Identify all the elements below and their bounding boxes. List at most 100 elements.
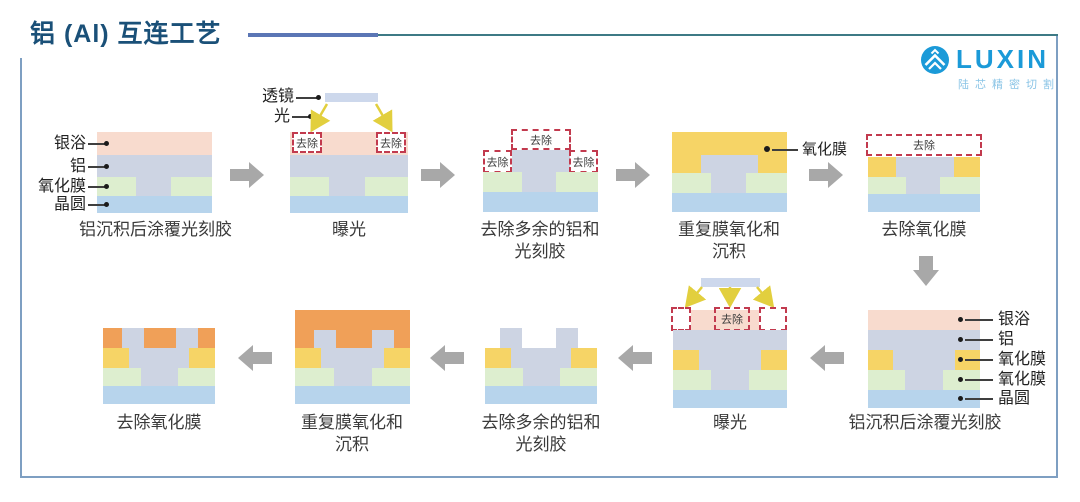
s4-layer-al-mesa xyxy=(701,155,758,173)
s1-layer-oxide-left xyxy=(97,177,136,196)
s10-layer-al-post-right xyxy=(176,328,198,348)
s8-layer-oxide-green-left xyxy=(485,368,523,386)
s3-layer-oxide-right xyxy=(556,172,598,192)
s1-layer-al-via xyxy=(136,177,171,196)
s6-label-oxide-2: 氧化膜 xyxy=(998,371,1047,388)
s9-layer-oxide-yellow-right xyxy=(384,348,410,368)
s5-layer-al-via xyxy=(906,177,940,194)
s4-layer-al-via xyxy=(711,173,746,193)
s10-caption: 去除氧化膜 xyxy=(116,413,202,432)
s9-caption: 重复膜氧化和 沉积 xyxy=(301,413,403,454)
s8-layer-al-mesa xyxy=(511,348,571,368)
s7-layer-oxide-green-right xyxy=(749,370,787,390)
s6-callout-line-2 xyxy=(965,339,993,341)
s3-remove-box-top: 去除 xyxy=(511,129,571,150)
frame-top xyxy=(378,34,1058,36)
s9-layer-al-post-right xyxy=(372,330,394,348)
s1-callout-dot-1 xyxy=(104,141,109,146)
s2-lens-line xyxy=(296,97,318,99)
s1-callout-line-1 xyxy=(88,143,106,145)
s1-caption: 铝沉积后涂覆光刻胶 xyxy=(79,220,232,239)
s9-layer-oxide-left xyxy=(295,330,314,348)
s9-layer-al-mesa xyxy=(321,348,384,368)
s5-caption: 去除氧化膜 xyxy=(881,220,967,239)
s2-light-line xyxy=(292,116,310,118)
s1-label-oxide: 氧化膜 xyxy=(37,178,86,195)
s10-layer-al-mesa xyxy=(129,348,189,368)
luxin-logo-icon xyxy=(921,46,949,74)
arrow-right-2 xyxy=(421,162,455,188)
s1-layer-oxide-right xyxy=(171,177,212,196)
logo: LUXIN 陆芯精密切割 xyxy=(920,44,1060,91)
s9-layer-al-via xyxy=(334,368,372,386)
s10-layer-oxide-yellow-right xyxy=(189,348,215,368)
arrow-left-1 xyxy=(238,345,272,371)
s4-callout-line xyxy=(772,149,798,151)
s7-layer-resist xyxy=(673,310,787,330)
s3-caption: 去除多余的铝和 光刻胶 xyxy=(480,220,600,261)
s2-lens-dot xyxy=(316,95,321,100)
logo-text: LUXIN xyxy=(956,44,1049,74)
s6-callout-line-3 xyxy=(965,359,993,361)
s3-layer-oxide-left xyxy=(483,172,522,192)
s7-layer-oxide-yellow-left xyxy=(673,350,699,370)
s9-layer-oxide-center xyxy=(336,330,372,348)
arrow-right-3 xyxy=(616,162,650,188)
s6-label-aluminum: 铝 xyxy=(998,331,1015,348)
s9-layer-wafer xyxy=(295,386,410,404)
s7-caption: 曝光 xyxy=(713,413,747,432)
s6-layer-wafer xyxy=(868,390,980,408)
s10-layer-oxide-center xyxy=(144,328,176,348)
s4-layer-oxide-cap xyxy=(672,132,787,155)
s1-callout-dot-4 xyxy=(104,202,109,207)
s1-callout-line-2 xyxy=(88,166,106,168)
s8-layer-oxide-yellow-right xyxy=(571,348,597,368)
s2-layer-oxide-right xyxy=(365,177,408,196)
s6-label-resist: 银浴 xyxy=(998,311,1031,328)
s4-layer-wafer xyxy=(672,193,787,212)
s6-callout-dot-2 xyxy=(958,337,963,342)
s7-remove-box-right xyxy=(759,307,787,331)
s1-layer-wafer xyxy=(97,196,212,213)
s2-layer-al-via xyxy=(329,177,365,196)
s2-label-lens: 透镜 xyxy=(261,88,294,105)
s8-layer-oxide-green-right xyxy=(560,368,597,386)
arrow-left-3 xyxy=(618,345,652,371)
s5-layer-oxide-green-right xyxy=(940,177,980,194)
s6-callout-dot-5 xyxy=(958,396,963,401)
s8-layer-oxide-yellow-left xyxy=(485,348,511,368)
logo-subtitle: 陆芯精密切割 xyxy=(958,79,1060,91)
s2-label-light: 光 xyxy=(273,108,290,125)
s8-layer-al-post-left xyxy=(500,328,522,348)
s6-layer-oxide-yellow-left xyxy=(868,350,893,370)
arrow-down xyxy=(913,256,939,286)
s2-remove-box-right: 去除 xyxy=(376,132,406,153)
s6-layer-aluminum xyxy=(868,330,980,350)
s10-layer-oxide-left xyxy=(103,328,122,348)
s4-callout-dot xyxy=(764,146,770,152)
s1-label-wafer: 晶圆 xyxy=(53,196,86,213)
s5-layer-oxide-left xyxy=(868,157,896,177)
s5-remove-box-top: 去除 xyxy=(866,134,982,156)
s10-layer-oxide-yellow-left xyxy=(103,348,129,368)
s2-lens-bar xyxy=(325,93,378,102)
s9-layer-oxide-yellow-left xyxy=(295,348,321,368)
s4-layer-oxide-green-left xyxy=(672,173,711,193)
s9-layer-al-post-left xyxy=(314,330,336,348)
frame-left xyxy=(20,58,22,478)
s10-layer-oxide-green-right xyxy=(178,368,215,386)
s9-layer-oxide-cap xyxy=(295,310,410,330)
s7-remove-box-left xyxy=(671,307,691,331)
s8-caption: 去除多余的铝和 光刻胶 xyxy=(481,413,601,454)
frame-bottom xyxy=(20,476,1058,478)
s4-layer-oxide-green-right xyxy=(746,173,787,193)
s4-callout-label: 氧化膜 xyxy=(802,141,848,158)
s7-layer-al-mesa xyxy=(699,350,761,370)
s7-layer-aluminum xyxy=(673,330,787,350)
s4-layer-oxide-left xyxy=(672,155,701,173)
s2-layer-wafer xyxy=(290,196,408,213)
s7-layer-oxide-yellow-right xyxy=(761,350,787,370)
s9-layer-oxide-green-left xyxy=(295,368,334,386)
arrow-right-4 xyxy=(809,162,843,188)
title-accent-line xyxy=(248,33,378,37)
